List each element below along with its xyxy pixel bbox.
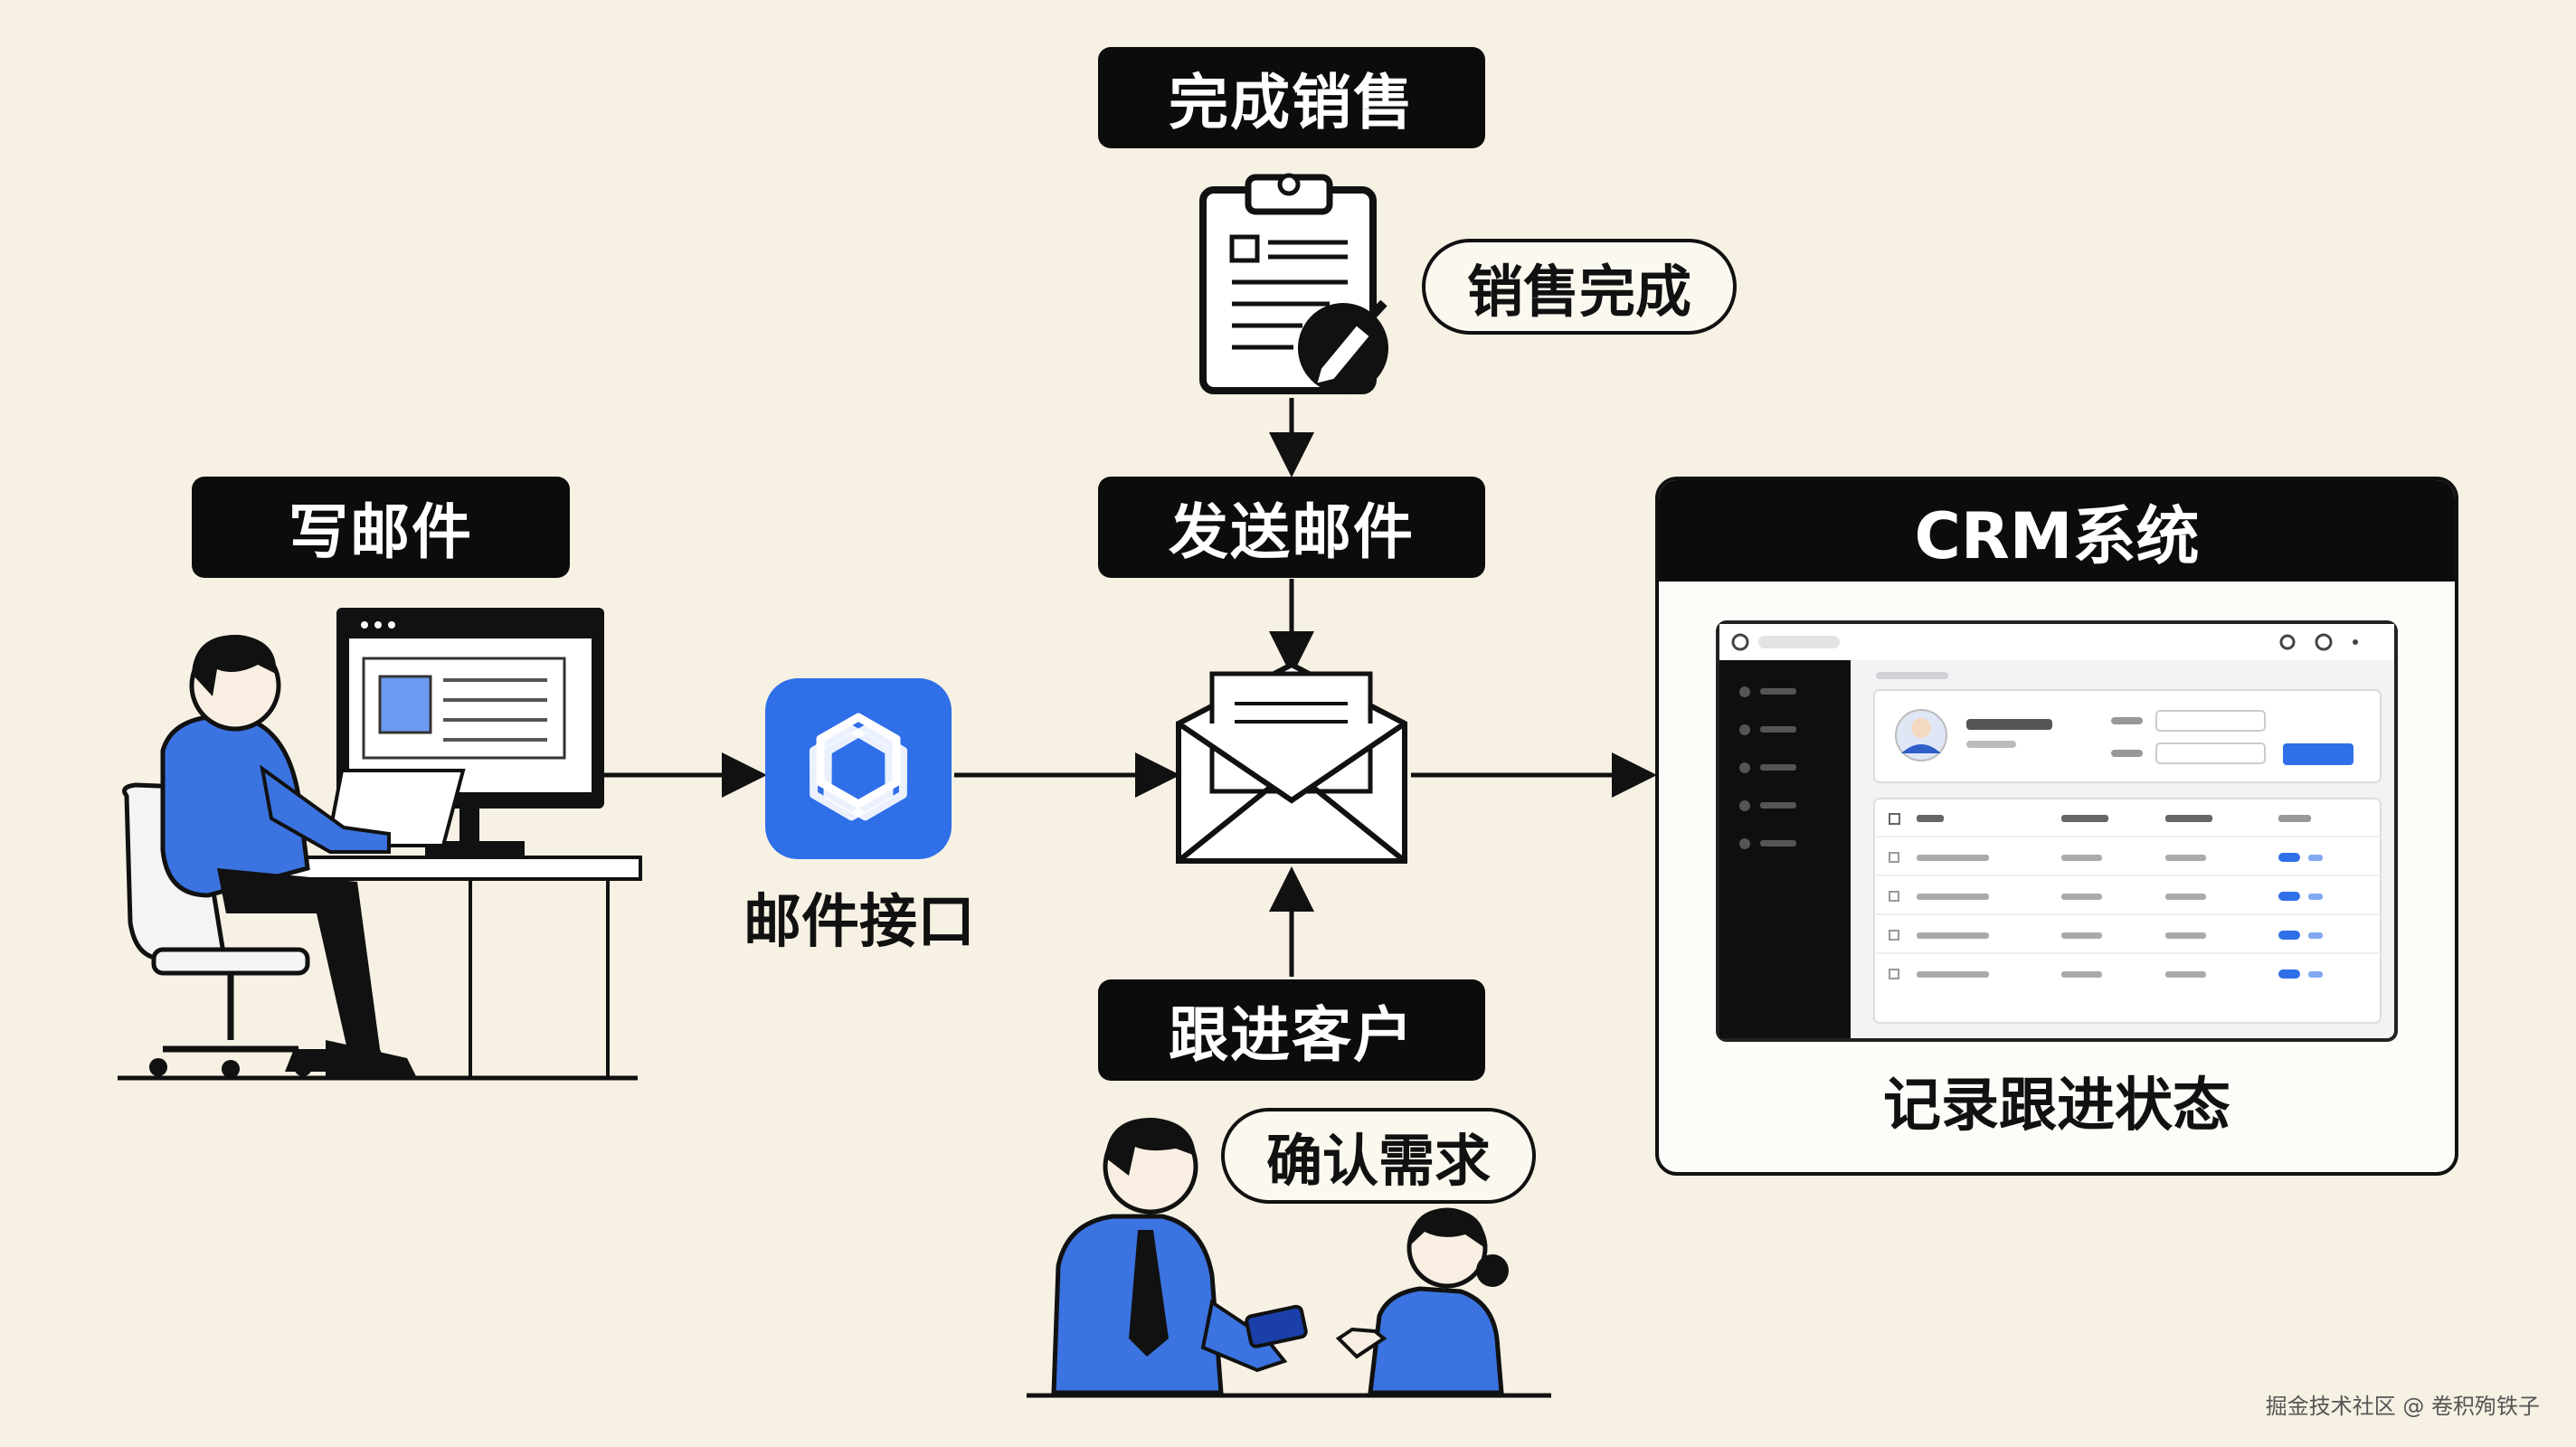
write-email-label: 写邮件: [192, 477, 570, 578]
watermark: 掘金技术社区 @ 卷积殉铁子: [2265, 1394, 2540, 1419]
crm-system-panel: CRM系统: [1655, 477, 2458, 1176]
follow-up-label: 跟进客户: [1098, 979, 1485, 1081]
record-status-caption: 记录跟进状态: [1883, 1073, 2230, 1140]
complete-sale-label: 完成销售: [1098, 47, 1485, 148]
person-at-computer-illustration: [118, 608, 642, 1081]
openai-logo-icon: [765, 678, 952, 859]
confirm-needs-bubble: 确认需求: [1221, 1108, 1536, 1204]
clipboard-pencil-icon: [1199, 173, 1388, 394]
meeting-people-illustration: [1027, 1117, 1551, 1398]
email-api-caption: 邮件接口: [743, 889, 975, 956]
send-email-label: 发送邮件: [1098, 477, 1485, 578]
crm-screenshot-illustration: [1716, 620, 2398, 1042]
sale-done-bubble: 销售完成: [1422, 239, 1737, 335]
envelope-icon: [1176, 661, 1407, 864]
crm-title: CRM系统: [1659, 480, 2455, 582]
